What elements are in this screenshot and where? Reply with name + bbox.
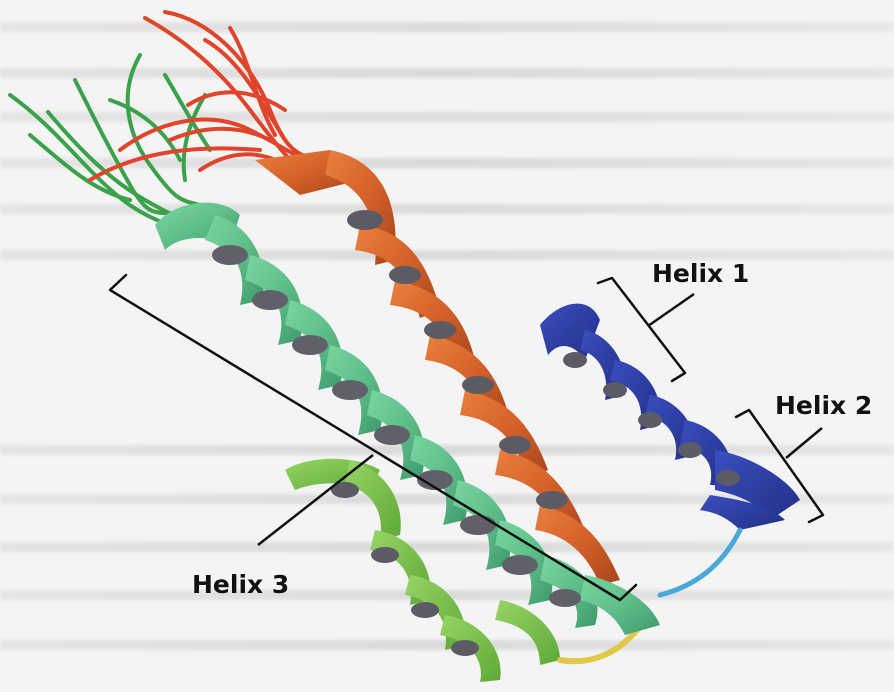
helix-1-pointer-line [648,294,694,326]
blue-helix [540,304,800,530]
helix-3-label: Helix 3 [192,570,289,599]
orange-helix [255,150,620,585]
helix-2-label: Helix 2 [775,391,872,420]
green-loop-bundle [10,55,210,225]
cyan-linker [660,530,740,595]
red-loop-bundle [90,12,320,180]
helix-1-label: Helix 1 [652,259,749,288]
helix-2-pointer-line [786,428,822,458]
